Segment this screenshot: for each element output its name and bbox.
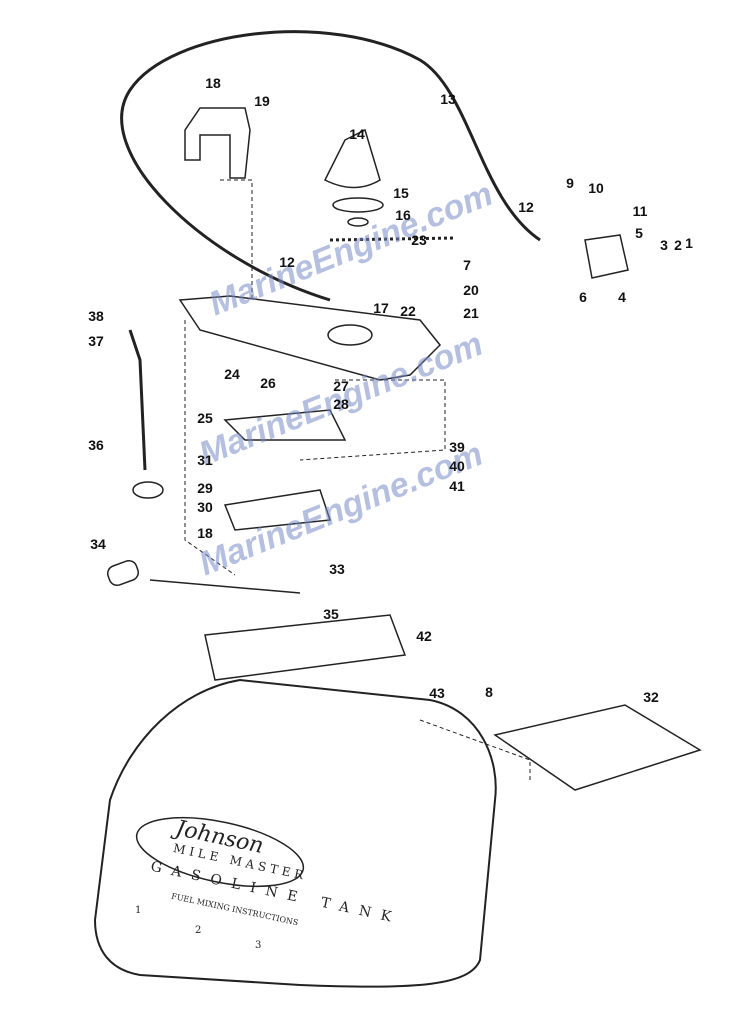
callout: 36 xyxy=(88,437,104,453)
callout: 12 xyxy=(279,254,295,270)
callout: 29 xyxy=(197,480,213,496)
callout: 13 xyxy=(440,91,456,107)
callout: 17 xyxy=(373,300,389,316)
callout: 11 xyxy=(632,203,648,219)
callout: 12 xyxy=(518,199,534,215)
tank-step: 2 xyxy=(195,925,202,936)
callout: 27 xyxy=(333,378,349,394)
callout: 37 xyxy=(88,333,104,349)
tank-step: 3 xyxy=(255,940,262,951)
callout: 26 xyxy=(260,375,276,391)
callout: 41 xyxy=(449,478,465,494)
callout: 4 xyxy=(618,289,626,305)
link-rod xyxy=(149,579,301,594)
washer-16 xyxy=(347,217,369,227)
callout: 20 xyxy=(463,282,479,298)
callout: 22 xyxy=(400,303,416,319)
callout: 8 xyxy=(485,684,493,700)
callout: 21 xyxy=(463,305,479,321)
callout: 18 xyxy=(197,525,213,541)
top-plate-22 xyxy=(178,295,442,381)
callout: 14 xyxy=(349,126,365,142)
callout: 30 xyxy=(197,499,213,515)
callout: 43 xyxy=(429,685,445,701)
filler-neck xyxy=(327,324,373,346)
callout: 9 xyxy=(566,175,574,191)
callout: 5 xyxy=(635,225,643,241)
callout: 15 xyxy=(393,185,409,201)
callout: 31 xyxy=(197,452,213,468)
callout: 3 xyxy=(660,237,668,253)
callout: 24 xyxy=(224,366,240,382)
fuel-line-13 xyxy=(120,30,541,302)
callout: 33 xyxy=(329,561,345,577)
tank-step: 1 xyxy=(135,905,142,916)
leader-lines xyxy=(184,179,531,780)
callout: 35 xyxy=(323,606,339,622)
callout: 2 xyxy=(674,237,682,253)
gasket-42 xyxy=(204,614,407,681)
callout: 19 xyxy=(254,93,270,109)
cover-plate-8 xyxy=(493,704,702,791)
callout: 28 xyxy=(333,396,349,412)
callout: 39 xyxy=(449,439,465,455)
callout: 23 xyxy=(411,232,427,248)
gauge-rod-36 xyxy=(128,329,147,471)
float xyxy=(132,481,164,499)
valve-body-30 xyxy=(223,489,332,531)
chain-23 xyxy=(329,236,456,242)
callout: 34 xyxy=(90,536,106,552)
filter-34 xyxy=(106,559,140,587)
callout: 1 xyxy=(685,235,693,251)
callout: 6 xyxy=(579,289,587,305)
callout: 40 xyxy=(449,458,465,474)
callout: 18 xyxy=(205,75,221,91)
fuel-pump-6 xyxy=(584,234,629,279)
callout: 16 xyxy=(395,207,411,223)
gasket-15 xyxy=(332,197,384,213)
callout: 38 xyxy=(88,308,104,324)
carry-handle-19 xyxy=(184,107,251,179)
filler-cap-14 xyxy=(323,128,381,189)
callout: 10 xyxy=(588,180,604,196)
plate-25 xyxy=(223,409,347,441)
callout: 25 xyxy=(197,410,213,426)
callout: 32 xyxy=(643,689,659,705)
callout: 42 xyxy=(416,628,432,644)
tank-emblem xyxy=(135,816,305,888)
callout: 7 xyxy=(463,257,471,273)
fuel-tank-43 xyxy=(93,678,497,988)
